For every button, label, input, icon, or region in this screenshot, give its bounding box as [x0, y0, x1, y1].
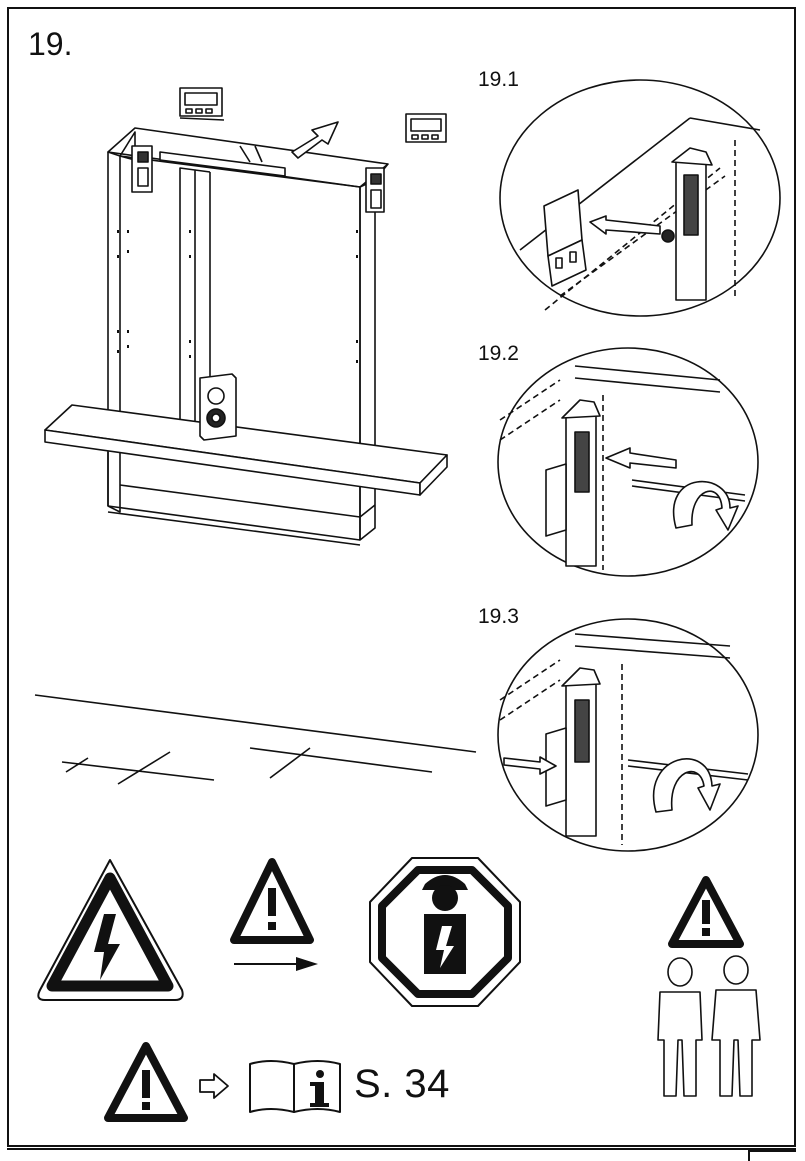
detail-19-2-illustration: [497, 347, 759, 577]
detail-19-1-illustration: [499, 79, 781, 317]
page-frame: [7, 7, 796, 1147]
substep-label-1: 19.1: [478, 68, 519, 91]
high-voltage-warning-icon: [37, 859, 184, 1001]
electrician-icon: [369, 857, 521, 1007]
detail-19-3-illustration: [497, 618, 759, 852]
info-manual-icon: [104, 1042, 341, 1122]
cabinet-illustration: [44, 87, 448, 546]
page-number-box: [748, 1150, 796, 1161]
two-persons-icon: [657, 876, 761, 1097]
step-number: 19.: [28, 26, 73, 62]
floor-lines: [34, 694, 477, 785]
manual-page-reference: S. 34: [354, 1062, 450, 1106]
caution-arrow-icon: [230, 858, 318, 971]
substep-label-2: 19.2: [478, 342, 519, 365]
substep-label-3: 19.3: [478, 605, 519, 628]
footer-strip: [7, 1148, 796, 1159]
